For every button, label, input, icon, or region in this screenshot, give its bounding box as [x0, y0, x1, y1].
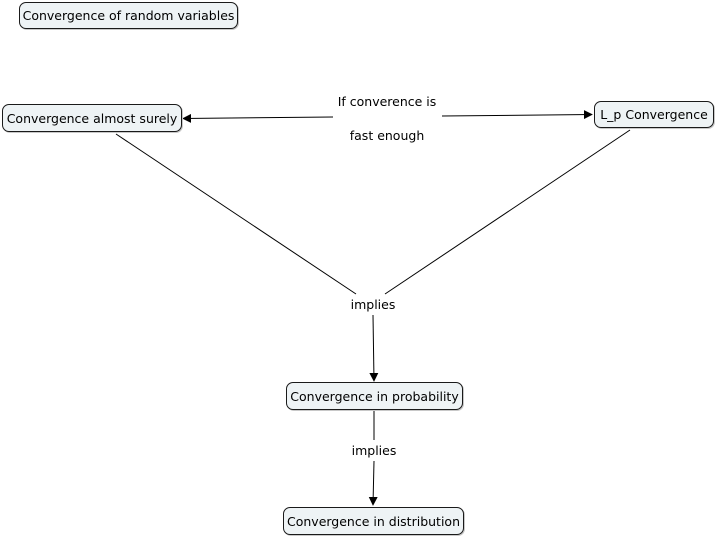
connector-lp-to-implies [384, 129, 631, 295]
map-title-node[interactable]: Convergence of random variables [19, 2, 238, 29]
concept-lp[interactable]: L_p Convergence [594, 101, 714, 128]
concept-almost-surely[interactable]: Convergence almost surely [2, 104, 182, 132]
link-label-implies-bottom-text: implies [351, 443, 397, 458]
concept-distribution[interactable]: Convergence in distribution [283, 507, 464, 535]
concept-probability[interactable]: Convergence in probability [286, 382, 463, 410]
concept-distribution-label: Convergence in distribution [287, 513, 460, 529]
concept-almost-surely-label: Convergence almost surely [6, 110, 178, 126]
connector-fast-to-almost-surely [182, 113, 334, 123]
connector-implies-to-distribution [368, 460, 378, 506]
link-label-implies-top-text: implies [350, 297, 396, 312]
link-label-implies-top[interactable]: implies [345, 295, 401, 315]
connector-implies-to-probability [369, 314, 379, 382]
connector-almost-surely-to-implies [115, 133, 357, 295]
map-title: Convergence of random variables [22, 8, 235, 23]
link-label-fast-line2: fast enough [349, 128, 425, 143]
concept-lp-label: L_p Convergence [600, 107, 708, 122]
link-label-fast-line1: If converence is [337, 94, 437, 109]
connector-fast-to-lp [441, 110, 593, 120]
link-label-fast-enough[interactable]: If converence is fast enough [334, 92, 440, 146]
link-label-implies-bottom[interactable]: implies [346, 441, 402, 461]
concept-probability-label: Convergence in probability [290, 388, 459, 404]
